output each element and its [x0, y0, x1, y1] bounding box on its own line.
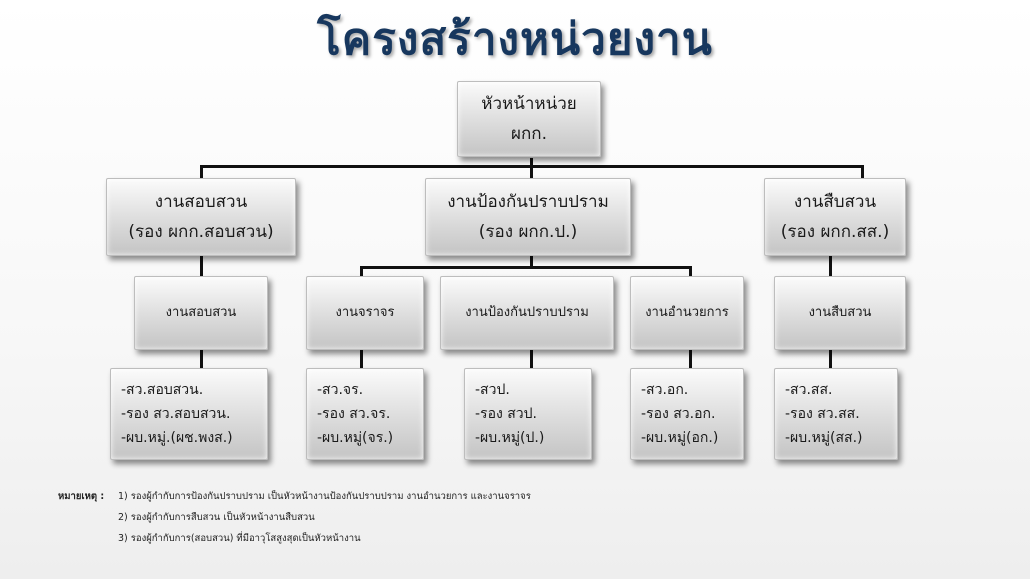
connector-div3-unit5 — [829, 256, 832, 276]
connector-unit4-staff — [689, 350, 692, 368]
division-subtitle: (รอง ผกก.ป.) — [478, 222, 578, 242]
staff-box-traffic: -สว.จร. -รอง สว.จร. -ผบ.หมู่(จร.) — [306, 368, 424, 460]
staff-line: -รอง สวป. — [475, 406, 538, 422]
footnotes: หมายเหตุ : 1) รองผู้กำกับการป้องกันปราบป… — [58, 486, 531, 549]
footnote-line: 2) รองผู้กำกับการสืบสวน เป็นหัวหน้างานสื… — [118, 512, 315, 523]
connector-unit3-staff — [530, 350, 533, 368]
unit-label: งานสอบสวน — [165, 305, 237, 320]
division-title: งานป้องกันปราบปราม — [447, 192, 609, 212]
division-box-investigation: งานสอบสวน (รอง ผกก.สอบสวน) — [106, 178, 296, 256]
staff-line: -ผบ.หมู่.(ผช.พงส.) — [121, 430, 233, 446]
staff-line: -สว.จร. — [317, 382, 364, 398]
division-box-prevention: งานป้องกันปราบปราม (รอง ผกก.ป.) — [425, 178, 631, 256]
connector-unit4-up — [689, 266, 692, 276]
connector-unit2-up — [360, 266, 363, 276]
unit-box-detective: งานสืบสวน — [774, 276, 906, 350]
unit-box-investigation: งานสอบสวน — [134, 276, 268, 350]
staff-box-prevention: -สวป. -รอง สวป. -ผบ.หมู่(ป.) — [464, 368, 592, 460]
page-title: โครงสร้างหน่วยงาน — [317, 14, 713, 65]
unit-label: งานป้องกันปราบปราม — [465, 305, 589, 320]
connector-mid-bar — [360, 266, 692, 269]
connector-div1-up — [200, 165, 203, 178]
unit-label: งานสืบสวน — [808, 305, 872, 320]
staff-box-detective: -สว.สส. -รอง สว.สส. -ผบ.หมู่(สส.) — [774, 368, 898, 460]
division-subtitle: (รอง ผกก.สอบสวน) — [128, 222, 274, 242]
unit-box-administration: งานอำนวยการ — [630, 276, 744, 350]
connector-div3-up — [861, 165, 864, 178]
footnote-line: 1) รองผู้กำกับการป้องกันปราบปราม เป็นหัว… — [118, 491, 531, 502]
staff-line: -สว.สส. — [785, 382, 833, 398]
connector-unit2-staff — [360, 350, 363, 368]
connector-div2-down — [530, 256, 533, 268]
staff-line: -ผบ.หมู่(ป.) — [475, 430, 545, 446]
connector-div1-unit1 — [200, 256, 203, 276]
staff-box-investigation: -สว.สอบสวน. -รอง สว.สอบสวน. -ผบ.หมู่.(ผช… — [110, 368, 268, 460]
staff-line: -ผบ.หมู่(อก.) — [641, 430, 719, 446]
unit-box-traffic: งานจราจร — [306, 276, 424, 350]
unit-label: งานจราจร — [335, 305, 395, 320]
division-subtitle: (รอง ผกก.สส.) — [780, 222, 890, 242]
staff-line: -ผบ.หมู่(จร.) — [317, 430, 394, 446]
connector-unit5-staff — [829, 350, 832, 368]
staff-line: -รอง สว.อก. — [641, 406, 716, 422]
staff-line: -ผบ.หมู่(สส.) — [785, 430, 863, 446]
division-title: งานสอบสวน — [154, 192, 248, 212]
connector-unit1-staff — [200, 350, 203, 368]
division-box-detective: งานสืบสวน (รอง ผกก.สส.) — [764, 178, 906, 256]
staff-box-administration: -สว.อก. -รอง สว.อก. -ผบ.หมู่(อก.) — [630, 368, 744, 460]
division-title: งานสืบสวน — [793, 192, 877, 212]
head-subtitle: ผกก. — [511, 124, 547, 144]
connector-div2-up — [530, 165, 533, 178]
staff-line: -สวป. — [475, 382, 510, 398]
head-title: หัวหน้าหน่วย — [481, 94, 577, 114]
staff-line: -รอง สว.สอบสวน. — [121, 406, 231, 422]
unit-box-prevention: งานป้องกันปราบปราม — [440, 276, 614, 350]
head-box: หัวหน้าหน่วย ผกก. — [457, 81, 601, 157]
connector-head-down — [530, 158, 533, 167]
staff-line: -รอง สว.จร. — [317, 406, 391, 422]
staff-line: -สว.อก. — [641, 382, 689, 398]
staff-line: -สว.สอบสวน. — [121, 382, 204, 398]
unit-label: งานอำนวยการ — [645, 305, 729, 320]
footnote-label: หมายเหตุ : — [58, 491, 105, 502]
staff-line: -รอง สว.สส. — [785, 406, 860, 422]
footnote-line: 3) รองผู้กำกับการ(สอบสวน) ที่มีอาวุโสสูง… — [118, 533, 361, 544]
